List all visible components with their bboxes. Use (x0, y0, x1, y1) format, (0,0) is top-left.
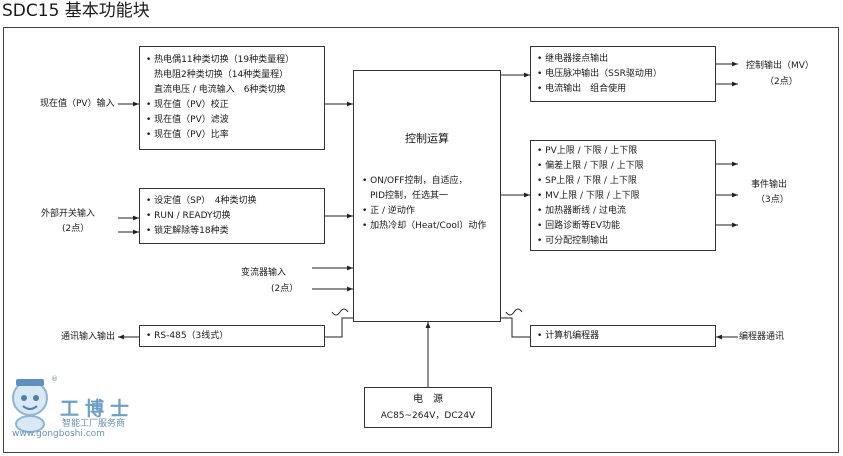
pv-input-line: • 现在值（PV）滤波 (146, 115, 229, 125)
event-line: • 可分配控制输出 (537, 236, 609, 246)
rs485-line: • RS-485（3线式） (146, 331, 229, 341)
logo-name: 工博士 (60, 398, 136, 420)
loader-comm-label: 编程器通讯 (739, 332, 785, 342)
event-line: • PV上限 / 下限 / 上下限 (537, 146, 638, 156)
control-output-label: 控制输出（MV） (746, 61, 814, 71)
logo-registered-mark: ® (51, 375, 58, 383)
external-switch-count: (2点） (62, 224, 90, 234)
external-switch-label: 外部开关输入 (41, 209, 96, 219)
diagram-title: SDC15 基本功能块 (2, 1, 150, 21)
event-line: • MV上限 / 下限 / 上下限 (537, 191, 640, 201)
pv-input-label: 现在值（PV）输入 (40, 99, 115, 109)
loader-line: • 计算机编程器 (537, 331, 600, 341)
control-line: • 加热冷却（Heat/Cool）动作 (362, 221, 487, 231)
pv-input-line: 热电阻2种类切换（14种类量程） (154, 70, 289, 80)
ct-input-label: 变流器输入 (241, 268, 287, 278)
external-switch-line: • 锁定解除等18种类 (146, 226, 229, 236)
external-switch-line: • RUN / READY切换 (146, 211, 231, 221)
event-output-count: （3点） (756, 195, 789, 205)
control-block-title: 控制运算 (405, 132, 449, 145)
pv-input-block: • 热电偶11种类切换（19种类量程） 热电阻2种类切换（14种类量程） 直流电… (139, 46, 325, 150)
event-line: • 加热器断线 / 过电流 (537, 206, 626, 216)
event-line: • 回路诊断等EV功能 (537, 221, 621, 231)
loader-bracket-right (501, 317, 530, 338)
event-line: • SP上限 / 下限 / 上下限 (537, 176, 637, 186)
control-line: PID控制，任选其一 (370, 191, 449, 201)
logo-tagline: 智能工厂服务商 (62, 419, 126, 429)
mascot-logo-icon (12, 379, 48, 433)
external-switch-line: • 设定值（SP） 4种类切换 (146, 196, 257, 206)
event-line: • 偏差上限 / 下限 / 上下限 (537, 161, 644, 171)
rs485-block: • RS-485（3线式） (139, 325, 325, 347)
pv-input-line: • 现在值（PV）校正 (146, 100, 229, 110)
control-block: 控制运算 • ON/OFF控制，自适应， PID控制，任选其一 • 正 / 逆动… (353, 70, 501, 322)
loader-break-mark (505, 308, 523, 316)
power-spec: AC85~264V，DC24V (380, 411, 476, 421)
pv-input-line: • 现在值（PV）比率 (146, 130, 229, 140)
control-output-line: • 继电器接点输出 (537, 54, 609, 64)
control-output-count: （2点） (765, 77, 798, 87)
ct-input-count: (2点） (271, 284, 299, 294)
control-output-line: • 电流输出 组合使用 (537, 84, 627, 94)
loader-block: • 计算机编程器 (530, 325, 716, 347)
power-block: 电 源 AC85~264V，DC24V (364, 387, 492, 428)
logo-url: www.gongboshi.com (12, 429, 105, 439)
diagram-frame (3, 27, 839, 453)
power-title: 电 源 (413, 394, 443, 405)
comm-break-mark (331, 308, 349, 316)
control-output-line: • 电压脉冲输出（SSR驱动用） (537, 69, 662, 79)
pv-input-line: • 热电偶11种类切换（19种类量程） (146, 55, 295, 65)
event-output-block: • PV上限 / 下限 / 上下限 • 偏差上限 / 下限 / 上下限 • SP… (530, 140, 716, 251)
external-switch-block: • 设定值（SP） 4种类切换 • RUN / READY切换 • 锁定解除等1… (139, 188, 325, 244)
control-line: • 正 / 逆动作 (362, 206, 415, 216)
control-output-block: • 继电器接点输出 • 电压脉冲输出（SSR驱动用） • 电流输出 组合使用 (530, 46, 716, 102)
event-output-label: 事件输出 (751, 180, 788, 190)
pv-input-line: 直流电压 / 电流输入 6种类切换 (154, 85, 286, 95)
control-line: • ON/OFF控制，自适应， (362, 176, 468, 186)
comm-bracket-left (325, 317, 353, 338)
comm-io-label: 通讯输入输出 (61, 332, 116, 342)
